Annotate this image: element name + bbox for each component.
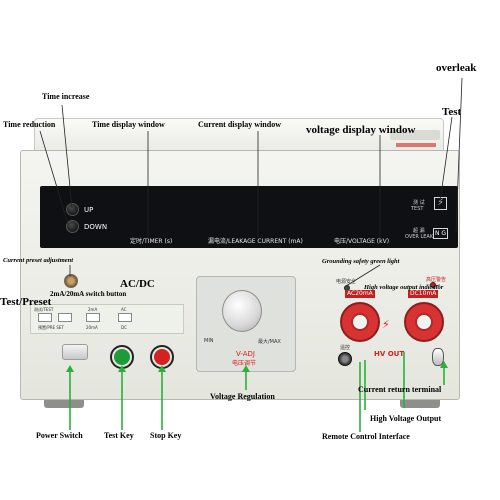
timer-window-label: 定时/TIMER (s) bbox=[130, 238, 173, 245]
device-foot-right bbox=[400, 400, 440, 408]
v-adj-label: V-ADJ bbox=[236, 350, 255, 358]
switch-block bbox=[30, 304, 184, 334]
ng-indicator: N G bbox=[433, 228, 448, 239]
power-safe-label: 电源安全 bbox=[336, 279, 357, 285]
callout-power-switch: Power Switch bbox=[36, 431, 83, 440]
hv-warning-label: 高压警告 bbox=[426, 277, 447, 283]
callout-current-preset: Current preset adjustment bbox=[3, 257, 74, 264]
callout-hv-indicator: High voltage output indicator bbox=[364, 284, 444, 291]
test-preset-small-label: 测试/TEST bbox=[34, 307, 54, 312]
callout-voltage-display-window: voltage display window bbox=[306, 124, 416, 136]
knob-min-label: MIN bbox=[204, 338, 214, 344]
ac-terminal-socket bbox=[351, 313, 369, 331]
test-indicator-cn: 测 试 bbox=[413, 200, 425, 206]
ac-hv-output-terminal[interactable] bbox=[340, 302, 380, 342]
down-label: DOWN bbox=[84, 223, 108, 231]
hv-out-label: HV OUT bbox=[374, 350, 405, 358]
callout-high-voltage-output: High Voltage Output bbox=[370, 414, 442, 423]
dc-terminal-socket bbox=[415, 313, 433, 331]
hv-output-red-led bbox=[430, 282, 436, 288]
v-adj-cn-label: 电压调节 bbox=[232, 360, 257, 367]
callout-current-return: Current return terminal bbox=[358, 385, 442, 394]
brand-plate bbox=[390, 130, 440, 140]
device-foot-left bbox=[44, 400, 84, 408]
ac-dc-switch[interactable] bbox=[118, 313, 132, 322]
callout-time-increase: Time increase bbox=[42, 92, 90, 101]
callout-switch-button: 2mA/20mA switch button bbox=[50, 290, 127, 298]
device-top-edge bbox=[34, 118, 444, 152]
callout-test-preset: Test/Preset bbox=[0, 296, 52, 308]
test-key-cap bbox=[114, 349, 130, 365]
callout-voltage-regulation: Voltage Regulation bbox=[210, 392, 275, 401]
callout-test: Test bbox=[442, 106, 462, 118]
callout-ac-dc: AC/DC bbox=[120, 278, 155, 290]
stop-key-cap bbox=[154, 349, 170, 365]
hv-lightning-icon: ⚡ bbox=[382, 318, 390, 331]
callout-current-display-window: Current display window bbox=[198, 120, 281, 129]
callout-time-display-window: Time display window bbox=[92, 120, 165, 129]
preset-small-label: 预置/PRE SET bbox=[38, 325, 64, 330]
20ma-label: 20mA bbox=[86, 325, 98, 330]
ac-label: AC bbox=[121, 307, 127, 312]
2ma-label: 2mA bbox=[88, 307, 98, 312]
up-label: UP bbox=[84, 206, 94, 214]
callout-overleak: overleak bbox=[436, 62, 477, 74]
knob-max-label: 最大/MAX bbox=[258, 339, 281, 345]
2ma-switch[interactable] bbox=[86, 313, 100, 322]
callout-remote-control: Remote Control Interface bbox=[322, 432, 410, 441]
remote-cn-label: 遥控 bbox=[340, 345, 351, 351]
power-switch[interactable] bbox=[62, 344, 88, 360]
dc10ma-label: DC10mA bbox=[408, 290, 439, 298]
dc-hv-output-terminal[interactable] bbox=[404, 302, 444, 342]
test-preset-switch-2[interactable] bbox=[58, 313, 72, 322]
voltage-regulation-knob[interactable] bbox=[222, 290, 262, 332]
callout-grounding-light: Grounding safety green light bbox=[322, 258, 400, 265]
dc-label: DC bbox=[121, 325, 127, 330]
callout-stop-key: Stop Key bbox=[150, 431, 182, 440]
time-down-button[interactable] bbox=[66, 220, 79, 233]
overleak-indicator-cn: 超 漏 bbox=[413, 228, 425, 234]
remote-control-connector[interactable] bbox=[338, 352, 352, 366]
overleak-indicator-en: OVER LEAK bbox=[405, 234, 434, 240]
time-up-button[interactable] bbox=[66, 203, 79, 216]
display-panel bbox=[40, 186, 458, 248]
brand-stripe bbox=[396, 143, 436, 147]
callout-test-key: Test Key bbox=[104, 431, 134, 440]
test-indicator-en: TEST bbox=[411, 206, 424, 212]
callout-time-reduction: Time reduction bbox=[3, 120, 56, 129]
voltage-window-label: 电压/VOLTAGE (kV) bbox=[334, 238, 390, 245]
ac20ma-label: AC20mA bbox=[345, 290, 375, 298]
current-window-label: 漏电流/LEAKAGE CURRENT (mA) bbox=[208, 238, 303, 245]
current-return-terminal[interactable] bbox=[432, 348, 444, 366]
current-preset-knob[interactable] bbox=[64, 274, 78, 288]
test-preset-switch[interactable] bbox=[38, 313, 52, 322]
